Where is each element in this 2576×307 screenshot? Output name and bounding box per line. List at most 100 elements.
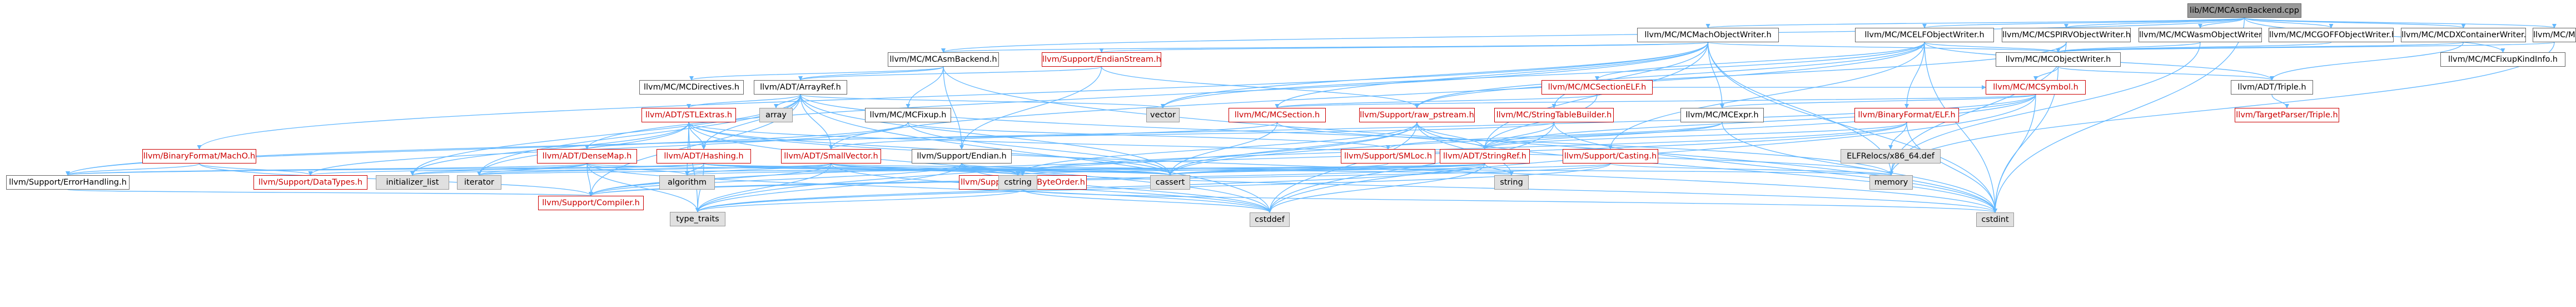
edge-supEndian-to-cstddef — [961, 163, 1272, 213]
node-casting[interactable]: llvm/Support/Casting.h — [1563, 149, 1658, 164]
edge-sectionELF-to-section — [1275, 94, 1598, 108]
node-arrayRef[interactable]: llvm/ADT/ArrayRef.h — [754, 80, 847, 95]
edge-machoWriter-to-section — [1275, 42, 1709, 108]
node-cstring: cstring — [998, 175, 1037, 190]
edge-machoWriter-to-asmBackend — [942, 42, 1709, 53]
edge-objWriter-to-triple — [2057, 66, 2274, 81]
edge-supEndian-to-typeTraits — [695, 163, 962, 212]
node-vector: vector — [1146, 108, 1180, 122]
edge-root-to-wincoff — [2244, 17, 2557, 28]
edge-arrayRef-to-hashing — [702, 94, 801, 150]
edge-strTable-to-denseMap — [585, 122, 1555, 150]
edge-asmBackend-to-arrayRef — [798, 66, 944, 81]
edge-fixup-to-dataTypes — [308, 122, 909, 176]
node-fixup[interactable]: llvm/MC/MCFixup.h — [865, 108, 951, 122]
edge-root-to-goff — [2244, 17, 2334, 28]
edge-objWriter-to-symbol — [2033, 66, 2059, 81]
edge-section-to-cassert — [1168, 122, 1278, 176]
node-elfWriter[interactable]: llvm/MC/MCELFObjectWriter.h — [1855, 28, 1994, 42]
node-fixupKind[interactable]: llvm/MC/MCFixupKindInfo.h — [2440, 52, 2565, 67]
node-compiler[interactable]: llvm/Support/Compiler.h — [538, 196, 644, 210]
edge-mcexpr-to-stringRef — [1483, 122, 1723, 150]
edge-binMachO-to-dataTypes — [198, 163, 313, 176]
node-algorithm: algorithm — [659, 175, 715, 190]
edge-stlExtras-to-memory — [688, 122, 1893, 176]
node-targetParser[interactable]: llvm/TargetParser/Triple.h — [2235, 108, 2339, 122]
node-sectionELF[interactable]: llvm/MC/MCSectionELF.h — [1541, 80, 1653, 95]
node-cstddef: cstddef — [1250, 212, 1290, 227]
edge-swapByteOrder-to-cstdint — [1022, 189, 1997, 213]
edge-denseMap-to-typeTraits — [586, 163, 700, 212]
node-memory: memory — [1869, 175, 1913, 190]
node-goff[interactable]: llvm/MC/MCGOFFObjectWriter.h — [2269, 28, 2394, 42]
edge-stringRef-to-cassert — [1168, 163, 1485, 176]
edge-casting-to-memory — [1610, 163, 1893, 176]
node-wincoff[interactable]: llvm/MC/MCWinCOFFObjectWriter.h — [2533, 28, 2576, 42]
node-initList: initializer_list — [376, 175, 449, 190]
node-binElf[interactable]: llvm/BinaryFormat/ELF.h — [1854, 108, 1959, 122]
node-errorHandling[interactable]: llvm/Support/ErrorHandling.h — [6, 175, 130, 190]
node-root: lib/MC/MCAsmBackend.cpp — [2187, 3, 2301, 18]
node-rawPstream[interactable]: llvm/Support/raw_pstream.h — [1359, 108, 1475, 122]
edge-stlExtras-to-cassert — [688, 122, 1172, 176]
node-mcexpr[interactable]: llvm/MC/MCExpr.h — [1680, 108, 1764, 122]
node-dataTypes[interactable]: llvm/Support/DataTypes.h — [253, 175, 367, 190]
node-machoWriter[interactable]: llvm/MC/MCMachObjectWriter.h — [1637, 28, 1779, 42]
edge-casting-to-cassert — [1168, 163, 1611, 176]
node-stlExtras[interactable]: llvm/ADT/STLExtras.h — [641, 108, 736, 122]
edge-root-to-asmBackend — [941, 17, 2245, 53]
edge-mcexpr-to-cstdint — [1722, 122, 1997, 213]
edge-machoWriter-to-objWriter — [1707, 42, 2061, 53]
edge-stlExtras-to-iterator — [477, 122, 689, 176]
node-symbol[interactable]: llvm/MC/MCSymbol.h — [1986, 80, 2086, 95]
edge-arrayRef-to-smallVector — [800, 94, 833, 150]
node-smloc[interactable]: llvm/Support/SMLoc.h — [1341, 149, 1435, 164]
node-strTable[interactable]: llvm/MC/StringTableBuilder.h — [1494, 108, 1614, 122]
edge-denseMap-to-iterator — [477, 163, 588, 176]
node-dx[interactable]: llvm/MC/MCDXContainerWriter.h — [2401, 28, 2526, 42]
edge-machoWriter-to-strTable — [1551, 42, 1709, 108]
edge-machoWriter-to-cstdint — [1707, 42, 1997, 213]
edge-elfWriter-to-vector — [1161, 42, 1925, 108]
node-hashing[interactable]: llvm/ADT/Hashing.h — [657, 149, 751, 164]
node-endianStream[interactable]: llvm/Support/EndianStream.h — [1042, 52, 1161, 67]
node-wasm[interactable]: llvm/MC/MCWasmObjectWriter.h — [2139, 28, 2262, 42]
edge-root-to-wasm — [2198, 17, 2245, 28]
edge-supEndian-to-cstdint — [961, 163, 1997, 213]
node-asmBackend[interactable]: llvm/MC/MCAsmBackend.h — [888, 52, 999, 67]
edge-denseMap-to-cstddef — [586, 163, 1272, 213]
edge-stringRef-to-cstring — [1016, 163, 1485, 176]
edge-machoWriter-to-mcexpr — [1707, 42, 1724, 108]
edge-dx-to-objWriter — [2056, 42, 2464, 53]
node-denseMap[interactable]: llvm/ADT/DenseMap.h — [537, 149, 637, 164]
node-section[interactable]: llvm/MC/MCSection.h — [1229, 108, 1326, 122]
node-binMachO[interactable]: llvm/BinaryFormat/MachO.h — [142, 149, 256, 164]
node-smallVector[interactable]: llvm/ADT/SmallVector.h — [781, 149, 881, 164]
edge-machoWriter-to-denseMap — [585, 42, 1709, 150]
node-spirv[interactable]: llvm/MC/MCSPIRVObjectWriter.h — [2002, 28, 2131, 42]
node-stringRef[interactable]: llvm/ADT/StringRef.h — [1440, 149, 1530, 164]
node-directives[interactable]: llvm/MC/MCDirectives.h — [639, 80, 744, 95]
edge-symbol-to-mcexpr — [1720, 94, 2036, 108]
edge-fixup-to-errorHandling — [66, 122, 909, 176]
edge-wasm-to-objWriter — [2056, 42, 2201, 53]
edge-rawPstream-to-stringRef — [1416, 122, 1487, 150]
edge-asmBackend-to-supEndian — [943, 66, 964, 150]
edge-asmBackend-to-fixup — [906, 66, 944, 108]
edge-hashing-to-dataTypes — [308, 163, 704, 176]
edge-smallVector-to-initList — [410, 163, 832, 176]
edge-arrayRef-to-array — [774, 94, 801, 108]
node-array: array — [759, 108, 793, 122]
node-triple[interactable]: llvm/ADT/Triple.h — [2231, 80, 2313, 95]
edge-arrayRef-to-vector — [800, 94, 1165, 108]
edge-goff-to-objWriter — [2056, 42, 2332, 53]
edge-elfWriter-to-sectionELF — [1595, 42, 1925, 81]
edge-binElf-to-cstring — [1016, 122, 1907, 176]
node-iterator: iterator — [457, 175, 501, 190]
edge-asmBackend-to-directives — [689, 66, 944, 81]
edge-symbol-to-cstdint — [1993, 94, 2036, 213]
node-elfRelocs: ELFRelocs/x86_64.def — [1841, 149, 1941, 164]
node-objWriter[interactable]: llvm/MC/MCObjectWriter.h — [1996, 52, 2121, 67]
edge-arrayRef-to-cstddef — [800, 94, 1272, 213]
node-supEndian[interactable]: llvm/Support/Endian.h — [912, 149, 1012, 164]
